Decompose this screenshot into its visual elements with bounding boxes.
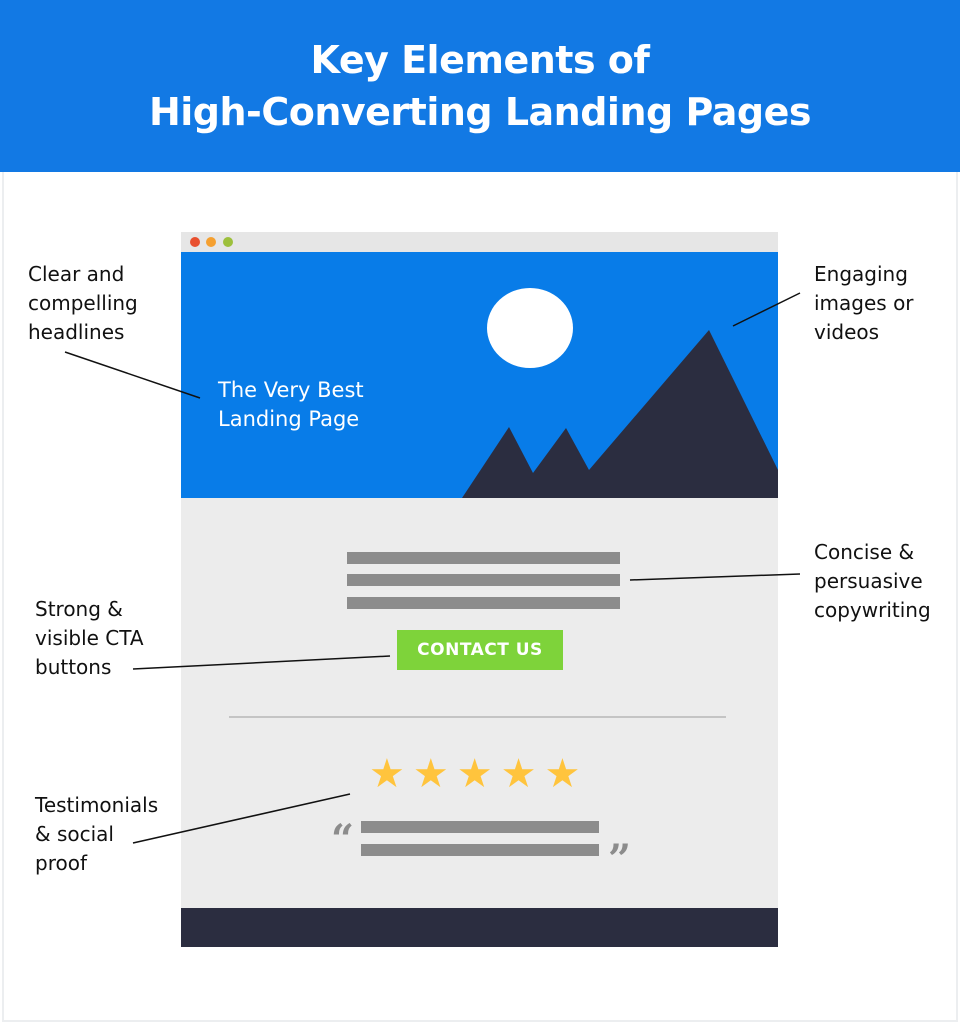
hero-headline-line-2: Landing Page xyxy=(218,407,360,431)
label-line: compelling xyxy=(28,291,138,315)
maximize-dot-icon xyxy=(223,237,233,247)
label-line: & social xyxy=(35,822,114,846)
copy-line xyxy=(347,552,620,564)
star-icon: ★ xyxy=(369,751,405,797)
title-line-2: High-Converting Landing Pages xyxy=(148,90,812,134)
label-cta: Strong & visible CTA buttons xyxy=(35,595,144,682)
star-icon: ★ xyxy=(412,751,449,797)
label-line: persuasive xyxy=(814,569,923,593)
testimonial-line xyxy=(361,821,599,833)
label-headlines: Clear and compelling headlines xyxy=(28,260,138,347)
label-line: headlines xyxy=(28,320,125,344)
label-images: Engaging images or videos xyxy=(814,260,914,347)
mountains-icon xyxy=(462,330,778,498)
label-line: images or xyxy=(814,291,914,315)
minimize-dot-icon xyxy=(206,237,216,247)
star-rating: ★ ★ ★ ★ ★ xyxy=(369,754,580,794)
label-testimonials: Testimonials & social proof xyxy=(35,791,158,878)
star-icon: ★ xyxy=(544,751,581,797)
sun-icon xyxy=(487,288,573,368)
connector-headlines xyxy=(64,351,201,399)
label-line: Testimonials xyxy=(35,793,159,817)
landing-page-mockup: The Very Best Landing Page CONTACT US ★ … xyxy=(181,232,778,947)
hero-headline-line-1: The Very Best xyxy=(218,378,364,402)
title-banner: Key Elements of High-Converting Landing … xyxy=(0,0,960,172)
page-footer xyxy=(181,908,778,947)
connector-images xyxy=(732,292,801,327)
hero-headline: The Very Best Landing Page xyxy=(218,376,364,434)
label-line: Clear and xyxy=(28,262,125,286)
hero-section: The Very Best Landing Page xyxy=(181,252,778,498)
label-line: videos xyxy=(814,320,880,344)
testimonial-line xyxy=(361,844,599,856)
connector-testimonials xyxy=(132,793,351,844)
contact-us-button[interactable]: CONTACT US xyxy=(397,630,563,670)
label-line: proof xyxy=(35,851,87,875)
label-line: buttons xyxy=(35,655,112,679)
label-line: Concise & xyxy=(814,540,915,564)
star-icon: ★ xyxy=(500,751,537,797)
close-quote-icon: ” xyxy=(608,836,632,883)
close-dot-icon xyxy=(190,237,200,247)
label-line: Strong & xyxy=(35,597,123,621)
browser-chrome xyxy=(181,232,778,252)
connector-cta xyxy=(132,655,391,670)
open-quote-icon: “ xyxy=(331,816,355,863)
copy-line xyxy=(347,574,620,586)
label-line: Engaging xyxy=(814,262,908,286)
divider xyxy=(229,716,726,718)
copy-line xyxy=(347,597,620,609)
title-line-1: Key Elements of xyxy=(310,38,650,82)
label-line: copywriting xyxy=(814,598,931,622)
label-line: visible CTA xyxy=(35,626,144,650)
connector-copywriting xyxy=(629,573,801,581)
star-icon: ★ xyxy=(456,751,493,797)
label-copywriting: Concise & persuasive copywriting xyxy=(814,538,931,625)
landscape-image-icon xyxy=(462,288,778,498)
